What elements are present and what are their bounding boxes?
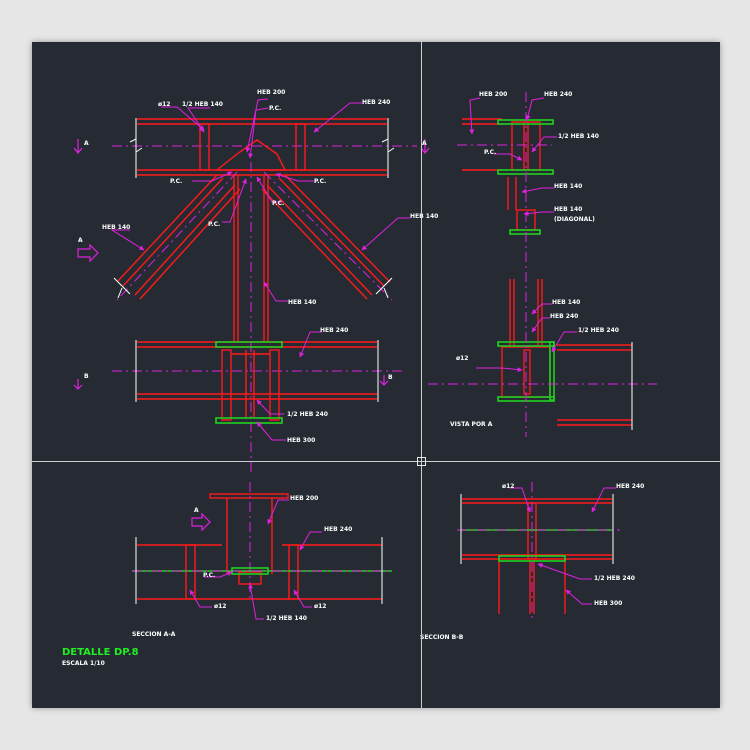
detail-title: DETALLE DP.8 <box>62 647 139 658</box>
label-cut-b-right: B <box>388 374 393 381</box>
left-diagonal <box>116 174 241 300</box>
label-half-heb240-mid: 1/2 HEB 240 <box>287 411 328 418</box>
structural-detail-drawing: HEB 200 1/2 HEB 140 ø12 P.C. HEB 240 P.C… <box>62 89 657 667</box>
top-beam <box>137 118 387 176</box>
label-r2-heb140: HEB 140 <box>552 299 580 306</box>
label-r-heb140-a: HEB 140 <box>554 183 582 190</box>
label-r-diagonal: (DIAGONAL) <box>554 216 595 223</box>
label-heb200-top: HEB 200 <box>257 89 285 96</box>
top-stiffeners <box>199 123 306 171</box>
label-heb140-right: HEB 140 <box>410 213 438 220</box>
label-r-heb140-b: HEB 140 <box>554 206 582 213</box>
label-half-heb140-top: 1/2 HEB 140 <box>182 101 223 108</box>
label-s-half-heb140: 1/2 HEB 140 <box>266 615 307 622</box>
label-s-pc: P.C. <box>203 572 215 579</box>
label-r2-phi12: ø12 <box>456 355 468 362</box>
section-aa: HEB 200 HEB 240 A P.C. ø12 ø12 1/2 HEB 1… <box>62 482 392 667</box>
label-vista: VISTA POR A <box>450 421 493 428</box>
label-cut-a-left: A <box>78 237 83 244</box>
label-b-heb300: HEB 300 <box>594 600 622 607</box>
top-beam-breaks <box>129 118 395 178</box>
bottom-cap-plate <box>215 341 283 348</box>
section-bb: ø12 HEB 240 1/2 HEB 240 HEB 300 SECCION … <box>420 482 644 641</box>
label-b-phi12: ø12 <box>502 483 514 490</box>
label-phi12-top: ø12 <box>158 101 170 108</box>
label-heb140-center: HEB 140 <box>288 299 316 306</box>
cad-viewport[interactable]: HEB 200 1/2 HEB 140 ø12 P.C. HEB 240 P.C… <box>32 42 720 708</box>
label-pc-a: P.C. <box>269 105 281 112</box>
bottom-column-section <box>221 349 280 421</box>
label-r-pc: P.C. <box>484 149 496 156</box>
label-cut-a-top: A <box>84 140 89 147</box>
crosshair-horizontal <box>32 461 720 462</box>
label-b-heb240: HEB 240 <box>616 483 644 490</box>
cursor-pickbox[interactable] <box>417 457 426 466</box>
section-markers <box>73 139 430 390</box>
side-view-upper: HEB 200 HEB 240 1/2 HEB 140 P.C. HEB 140… <box>457 91 599 272</box>
center-column <box>233 175 269 342</box>
label-r-heb240: HEB 240 <box>544 91 572 98</box>
label-r2-heb240: HEB 240 <box>550 313 578 320</box>
label-r-half-heb140: 1/2 HEB 140 <box>558 133 599 140</box>
label-pc-e: P.C. <box>208 221 220 228</box>
right-diagonal <box>261 174 391 300</box>
label-r2-half-heb240: 1/2 HEB 240 <box>578 327 619 334</box>
label-b-half-heb240: 1/2 HEB 240 <box>594 575 635 582</box>
label-pc-c: P.C. <box>314 178 326 185</box>
label-s-phi12-right: ø12 <box>314 603 326 610</box>
label-seccion-bb: SECCION B-B <box>420 634 464 641</box>
label-pc-b: P.C. <box>170 178 182 185</box>
main-elevation: HEB 200 1/2 HEB 140 ø12 P.C. HEB 240 P.C… <box>73 89 438 472</box>
label-heb300-mid: HEB 300 <box>287 437 315 444</box>
detail-scale: ESCALA 1/10 <box>62 660 105 667</box>
side-view-lower: HEB 140 HEB 240 1/2 HEB 240 ø12 VISTA PO… <box>428 272 657 437</box>
leaders-main <box>110 98 410 441</box>
label-cut-a-right: A <box>422 140 427 147</box>
label-cut-b-left: B <box>84 373 89 380</box>
label-s-heb200: HEB 200 <box>290 495 318 502</box>
crosshair-vertical <box>421 42 422 708</box>
label-seccion-aa: SECCION A-A <box>132 631 176 638</box>
label-heb140-left: HEB 140 <box>102 224 130 231</box>
label-s-heb240: HEB 240 <box>324 526 352 533</box>
label-pc-d: P.C. <box>272 200 284 207</box>
label-r-heb200: HEB 200 <box>479 91 507 98</box>
label-s-phi12-left: ø12 <box>214 603 226 610</box>
label-heb240-mid: HEB 240 <box>320 327 348 334</box>
label-heb240-top: HEB 240 <box>362 99 390 106</box>
label-s-arrow-a: A <box>194 507 199 514</box>
gusset-plate <box>215 139 287 171</box>
